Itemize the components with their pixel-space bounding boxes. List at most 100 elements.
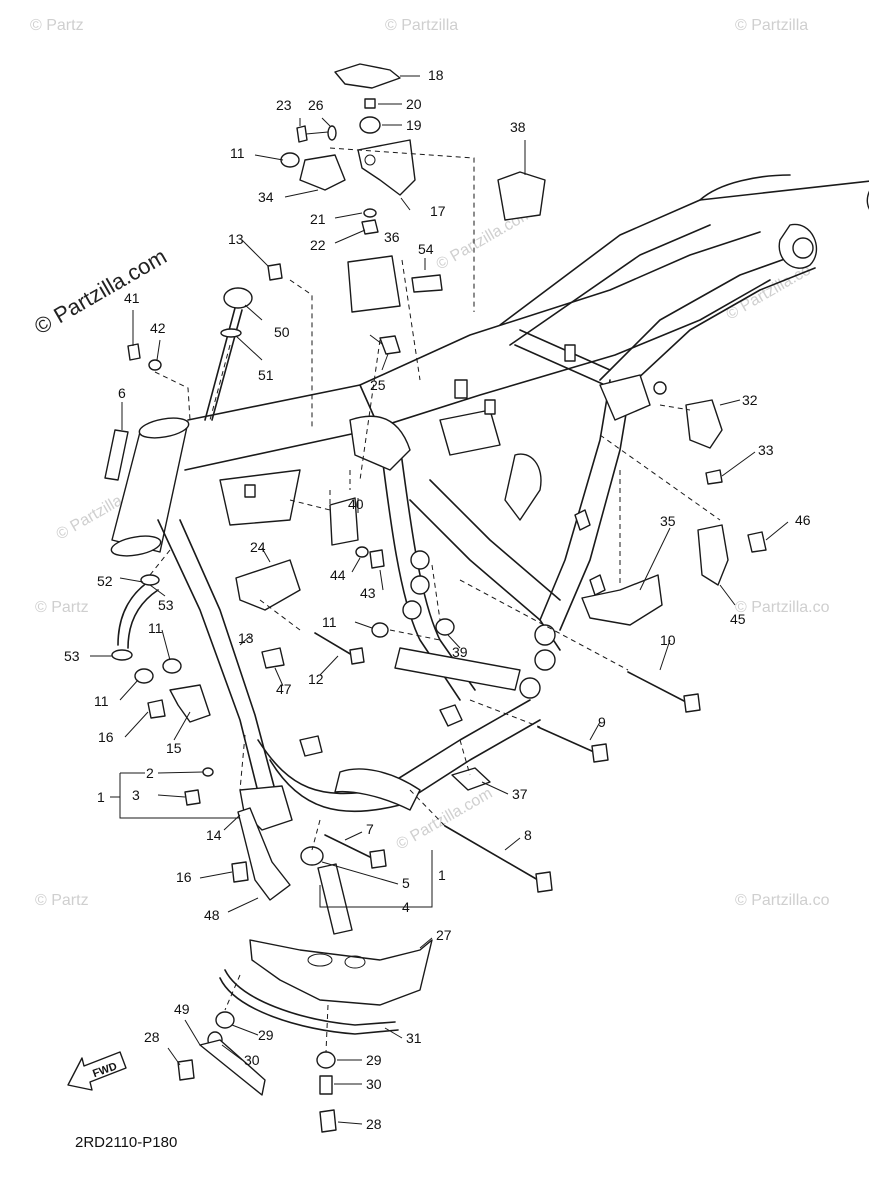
callout-18: 18	[428, 67, 444, 83]
part-9-bolt	[537, 726, 595, 753]
callout-51: 51	[258, 367, 274, 383]
callout-48: 48	[204, 907, 220, 923]
part-46-bolt	[747, 531, 767, 553]
callout-42: 42	[150, 320, 166, 336]
part-29-grommet	[316, 1051, 336, 1069]
parts	[104, 63, 767, 1133]
callout-11: 11	[94, 693, 109, 709]
callout-11: 11	[230, 145, 245, 161]
part-49-bracket	[199, 1039, 266, 1096]
part-31-guard	[224, 969, 396, 1026]
part-38-plate	[497, 171, 546, 221]
callout-15: 15	[166, 740, 182, 756]
part-18-bracket	[334, 63, 401, 89]
callout-40: 40	[348, 496, 364, 512]
watermark: © Partzilla.co	[735, 599, 830, 616]
part-48-bracket	[237, 807, 291, 901]
callout-52: 52	[97, 573, 113, 589]
callout-19: 19	[406, 117, 422, 133]
part-3-bolt	[184, 789, 201, 806]
callout-8: 8	[524, 827, 532, 843]
callout-1: 1	[97, 789, 105, 805]
part-7-bolt	[324, 834, 373, 859]
part-54-label	[411, 274, 443, 293]
part-12-bolt	[314, 632, 353, 656]
part-28-bolt	[177, 1059, 195, 1081]
diagram-code: 2RD2110-P180	[75, 1134, 177, 1151]
callout-33: 33	[758, 442, 774, 458]
callout-26: 26	[308, 97, 324, 113]
callout-41: 41	[124, 290, 140, 306]
part-30-collar	[319, 1075, 333, 1095]
part-16-bolt	[147, 699, 166, 719]
part-5-collar	[300, 846, 324, 866]
callout-45: 45	[730, 611, 746, 627]
callout-17: 17	[430, 203, 446, 219]
part-42-nut	[148, 359, 162, 371]
callout-16: 16	[98, 729, 114, 745]
part-26-washer	[327, 125, 337, 141]
callout-20: 20	[406, 96, 422, 112]
callout-27: 27	[436, 927, 452, 943]
part-23-bolt	[296, 125, 308, 143]
callout-11: 11	[322, 614, 337, 630]
callout-53: 53	[158, 597, 174, 613]
callout-54: 54	[418, 241, 434, 257]
part-50-cap	[223, 287, 253, 309]
part-53-clamp	[111, 649, 133, 661]
part-4-damper	[317, 863, 353, 935]
callout-13: 13	[228, 231, 244, 247]
part-11-collar	[134, 668, 154, 684]
part-2-washer	[202, 767, 214, 777]
watermark: © Partzilla.co	[735, 892, 830, 909]
part-27-skid-plate	[249, 939, 433, 1006]
callout-2: 2	[146, 765, 154, 781]
part-34-bracket	[299, 154, 346, 191]
callout-47: 47	[276, 681, 292, 697]
callout-25: 25	[370, 377, 386, 393]
callout-6: 6	[118, 385, 126, 401]
callout-28: 28	[366, 1116, 382, 1132]
callout-9: 9	[598, 714, 606, 730]
callout-12: 12	[308, 671, 324, 687]
callout-4: 4	[402, 899, 410, 915]
callout-24: 24	[250, 539, 266, 555]
callout-50: 50	[274, 324, 290, 340]
part-33-screw	[705, 469, 723, 485]
callout-22: 22	[310, 237, 326, 253]
watermark: © Partzilla	[385, 17, 458, 34]
part-13-nut	[267, 263, 283, 281]
watermark: © Partzilla.co	[724, 261, 814, 323]
part-52-hose	[117, 581, 149, 646]
callout-labels: 18 20 19 23 26 11 34 17 21 22 36 54 38 1…	[64, 67, 811, 1132]
callout-38: 38	[510, 119, 526, 135]
part-51-dipstick	[204, 307, 236, 421]
callout-30: 30	[244, 1052, 260, 1068]
part-17-bracket	[357, 139, 416, 196]
part-20-nut	[364, 98, 376, 109]
watermark: © Partz	[35, 599, 89, 616]
part-47-label	[261, 647, 285, 669]
part-6-label	[104, 429, 129, 481]
part-39-collar	[435, 618, 455, 636]
callout-16: 16	[176, 869, 192, 885]
part-44-nut	[355, 546, 369, 558]
watermark: © Partz	[35, 892, 89, 909]
part-19-grommet	[359, 116, 381, 134]
callout-35: 35	[660, 513, 676, 529]
part-41-bolt	[127, 343, 141, 361]
callout-31: 31	[406, 1030, 422, 1046]
part-21-washer	[363, 208, 377, 218]
callout-34: 34	[258, 189, 274, 205]
watermark: © Partzilla	[735, 17, 808, 34]
callout-29: 29	[366, 1052, 382, 1068]
callout-7: 7	[366, 821, 374, 837]
callout-32: 32	[742, 392, 758, 408]
callout-21: 21	[310, 211, 326, 227]
part-53-clamp	[140, 574, 160, 586]
part-24-bracket	[235, 559, 301, 611]
callout-39: 39	[452, 644, 468, 660]
callout-5: 5	[402, 875, 410, 891]
part-22-nut	[361, 219, 379, 235]
callout-53: 53	[64, 648, 80, 664]
